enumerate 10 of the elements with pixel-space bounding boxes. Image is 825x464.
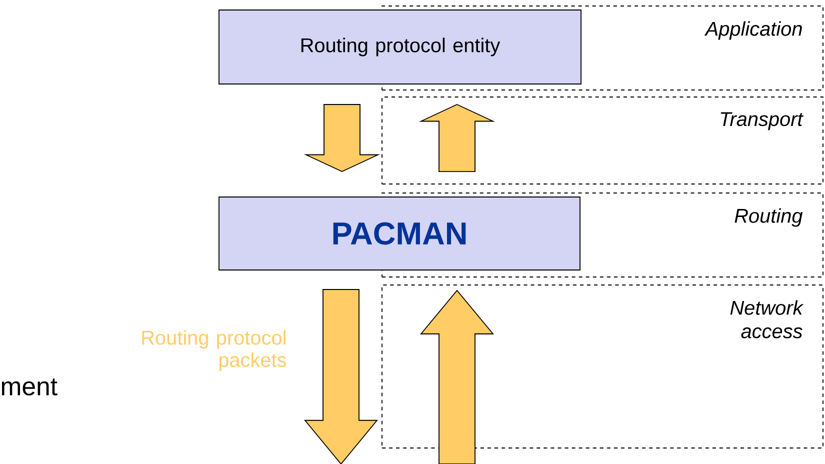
layer-band: Network access — [382, 284, 824, 448]
block-arrow — [420, 290, 494, 464]
edge-label: Routing protocol packets — [142, 330, 286, 371]
text-fragment: ment — [2, 378, 58, 396]
process-box: Routing protocol entity — [218, 10, 582, 84]
process-box: PACMAN — [218, 196, 580, 270]
block-arrow — [304, 289, 378, 464]
layer-band: Transport — [382, 96, 824, 184]
block-arrow — [304, 104, 380, 172]
block-arrow — [418, 104, 496, 172]
